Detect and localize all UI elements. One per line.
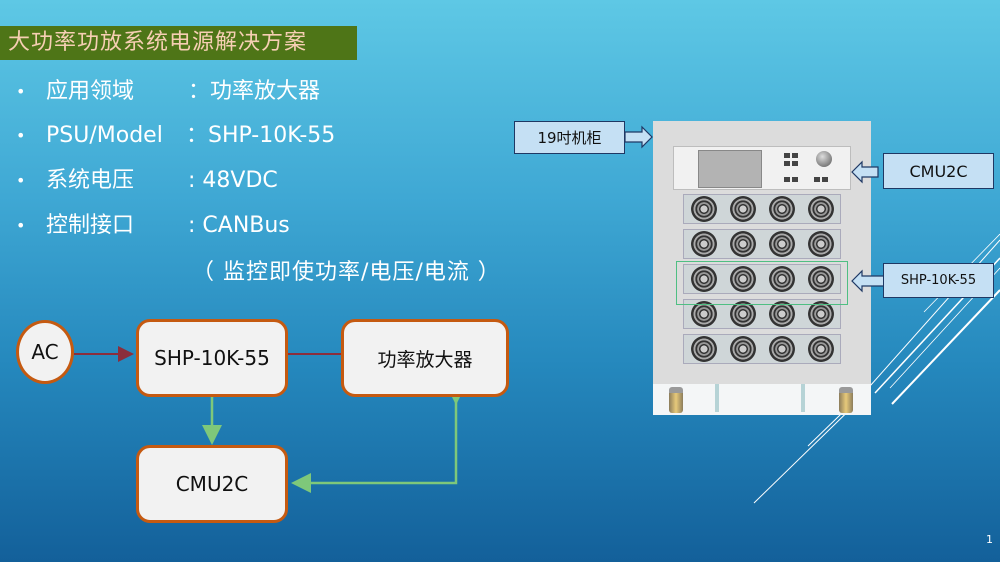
button-icon [814,177,820,182]
leveling-foot-icon [715,384,719,412]
fan-icon [768,301,795,327]
caster-wheel-icon [669,387,683,413]
fan-icon [807,266,834,292]
bullet-value: ：SHP-10K-55 [186,123,336,148]
fan-icon [768,266,795,292]
bullet-dot-icon: • [16,171,26,190]
slide-title: 大功率功放系统电源解决方案 [0,26,357,60]
psu-highlight-frame [676,261,848,305]
fan-icon [807,301,834,327]
fan-icon [729,231,756,257]
node-amplifier: 功率放大器 [341,319,509,397]
bullet-label: PSU/Model [46,123,163,148]
fan-icon [768,336,795,362]
fan-icon [690,336,717,362]
callout-cmu2c: CMU2C [883,153,994,189]
fan-icon [768,196,795,222]
bullet-label: 系统电压 [46,168,135,193]
node-ac: AC [16,320,74,384]
rack-cabinet-illustration [653,121,871,415]
fan-icon [690,266,717,292]
bullet-dot-icon: • [16,126,26,145]
button-icon [822,177,828,182]
node-psu: SHP-10K-55 [136,319,288,397]
cmu2c-display [698,150,762,188]
bullet-label: 应用领域 [46,79,135,104]
bullet-dot-icon: • [16,216,26,235]
button-icon [784,177,790,182]
fan-icon [729,301,756,327]
callout-cabinet: 19吋机柜 [514,121,625,154]
cmu2c-unit [673,146,851,190]
callout-psu: SHP-10K-55 [883,263,994,298]
fan-icon [690,231,717,257]
fan-icon [807,196,834,222]
node-cmu2c: CMU2C [136,445,288,523]
bullet-label: 控制接口 [46,213,135,238]
fan-icon [768,231,795,257]
button-icon [792,153,798,158]
monitoring-note: （ 监控即使功率/电压/电流 ） [192,260,501,285]
fan-icon [729,336,756,362]
psu-row [683,194,841,224]
button-icon [792,161,798,166]
button-icon [784,161,790,166]
signal-arrow-cmu-amp [291,385,466,493]
caster-wheel-icon [839,387,853,413]
bullet-dot-icon: • [16,82,26,101]
psu-row [683,334,841,364]
fan-icon [729,196,756,222]
button-icon [784,153,790,158]
knob-icon [816,151,832,167]
rack-base [653,384,871,415]
psu-row [683,229,841,259]
page-number: 1 [986,533,993,546]
leveling-foot-icon [801,384,805,412]
bullet-value: ：功率放大器 [188,79,321,104]
bullet-value: : 48VDC [188,168,278,193]
button-icon [792,177,798,182]
bullet-value: : CANBus [188,213,290,238]
fan-icon [690,196,717,222]
psu-row [683,264,841,294]
fan-icon [807,231,834,257]
fan-icon [690,301,717,327]
fan-icon [807,336,834,362]
fan-icon [729,266,756,292]
